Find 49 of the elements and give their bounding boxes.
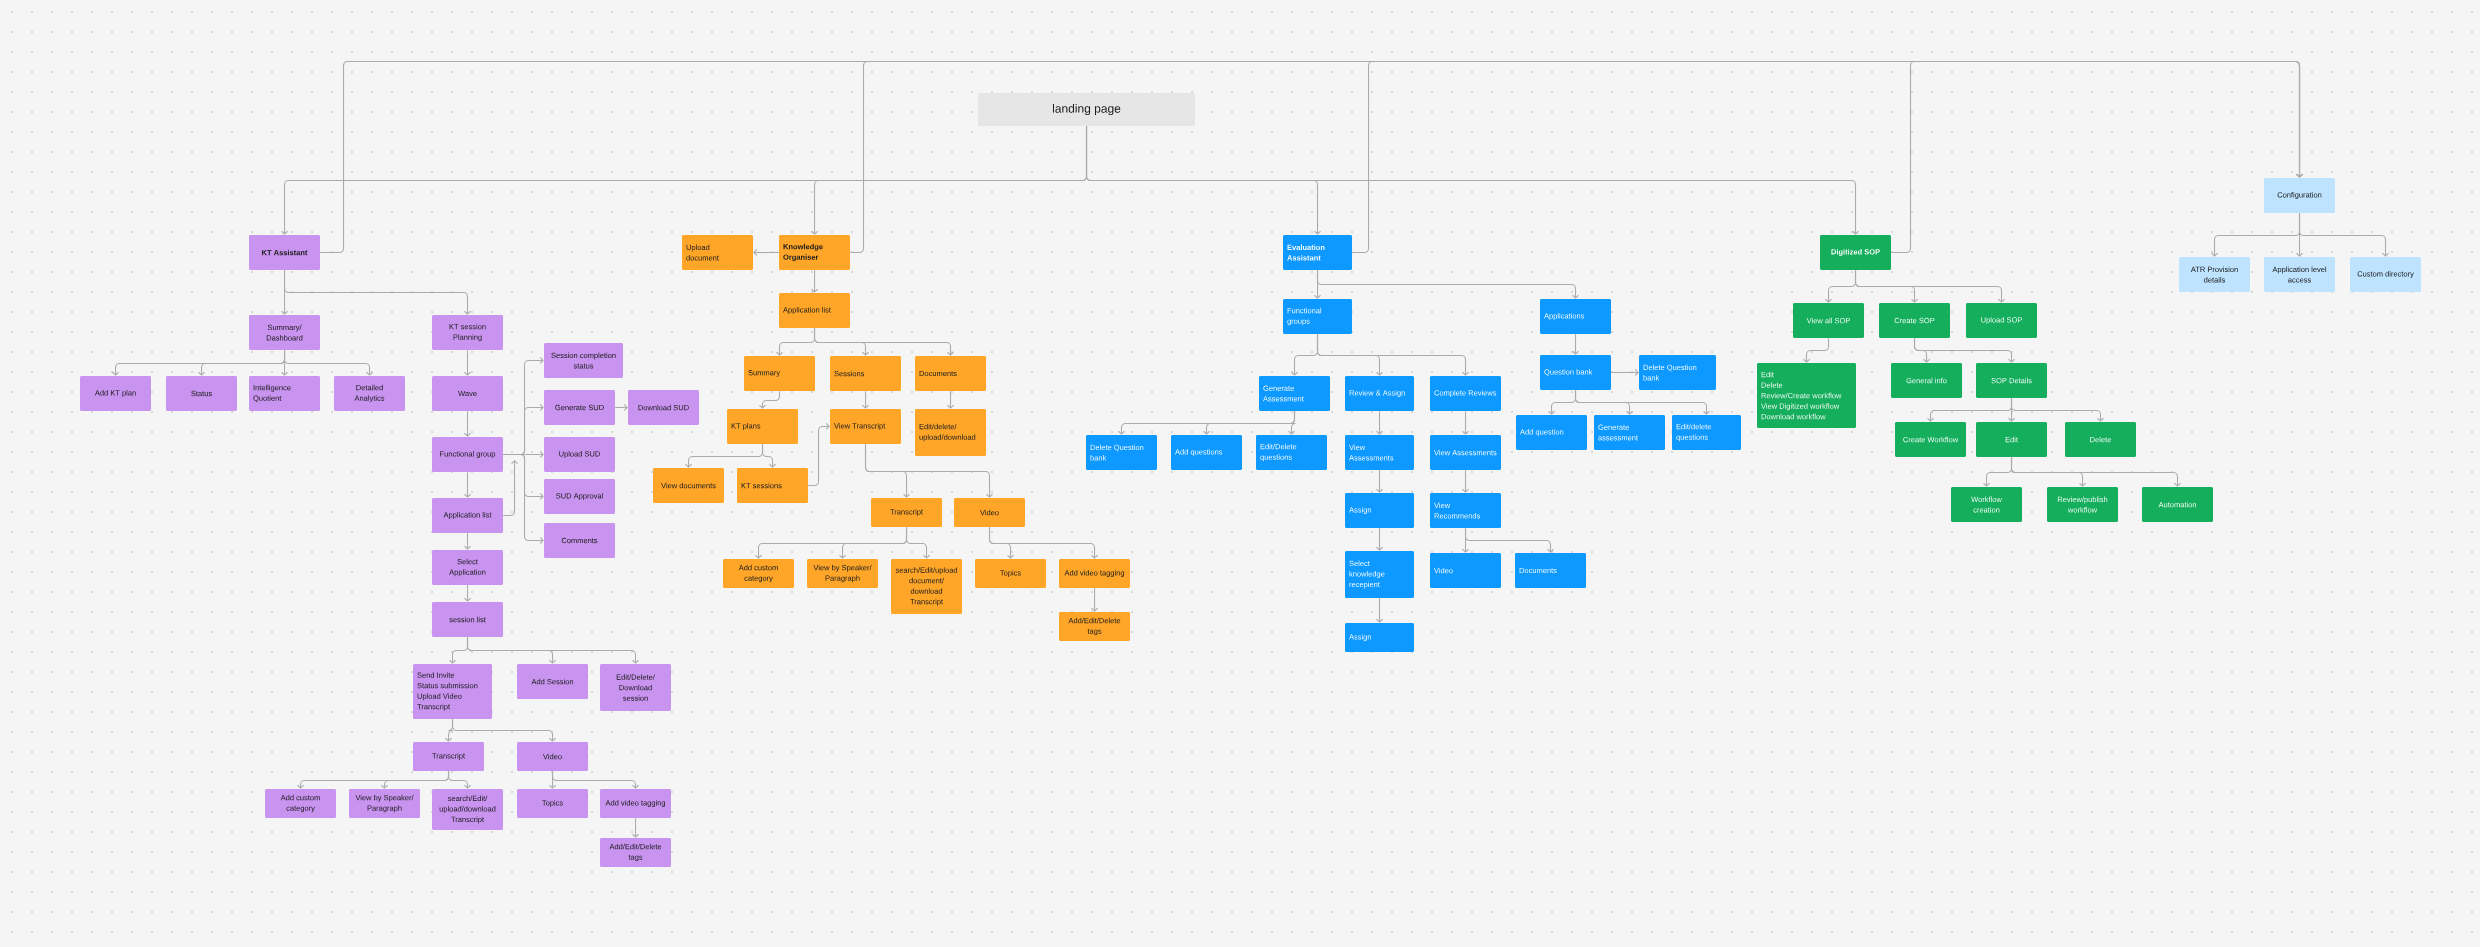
connector-arrow	[864, 443, 994, 498]
connector-arrow	[451, 718, 557, 742]
connector-arrow	[463, 410, 472, 437]
connector-arrow	[1610, 368, 1639, 377]
connector-arrow	[463, 584, 472, 602]
connector-arrow	[2010, 456, 2182, 487]
connector-arrow	[502, 460, 519, 517]
connector-arrow	[2298, 212, 2390, 257]
connector-arrow	[1375, 469, 1384, 493]
connector-arrow	[905, 526, 931, 559]
connector-arrow	[502, 453, 544, 545]
connector-arrow	[1571, 333, 1580, 355]
connector-arrow	[2010, 397, 2105, 422]
connector-arrow	[1090, 587, 1099, 612]
connector-arrow	[463, 471, 472, 498]
connector-arrow	[1464, 527, 1555, 553]
connector-arrow	[753, 248, 780, 257]
connector-arrow	[1574, 389, 1711, 415]
connector-arrow	[466, 636, 640, 664]
connector-arrow	[463, 349, 472, 376]
connector-arrow	[810, 269, 819, 293]
connector-arrow	[988, 526, 1099, 559]
connector-arrow	[1316, 333, 1470, 376]
connector-arrow	[1287, 410, 1297, 435]
connector-arrow	[1375, 527, 1384, 551]
connector-arrow	[1375, 597, 1384, 623]
connector-arrow	[551, 770, 640, 789]
connector-arrow	[283, 349, 374, 376]
connector-arrow	[1854, 269, 2006, 303]
connector-arrow	[761, 443, 777, 468]
connector-arrow	[1802, 337, 1830, 363]
page-box: landing page	[978, 93, 1195, 126]
connector-arrow	[813, 327, 955, 356]
connector-arrow	[1316, 269, 1580, 299]
connector-arrow	[631, 817, 640, 838]
connector-arrow	[1461, 410, 1470, 435]
connector-arrow	[447, 770, 472, 789]
connector-arrow	[1461, 469, 1470, 493]
connector-arrow	[946, 390, 955, 409]
connector-arrow	[1085, 125, 1860, 235]
connector-arrow	[614, 403, 628, 412]
connector-arrow	[758, 390, 781, 409]
connector-arrow	[463, 532, 472, 550]
connector-arrow	[861, 390, 870, 409]
connector-arrow	[283, 269, 472, 315]
connector-arrow	[1890, 60, 2304, 254]
connector-arrow	[1913, 337, 2016, 363]
connector-arrow	[807, 422, 830, 487]
connector-arrow	[1375, 410, 1384, 435]
